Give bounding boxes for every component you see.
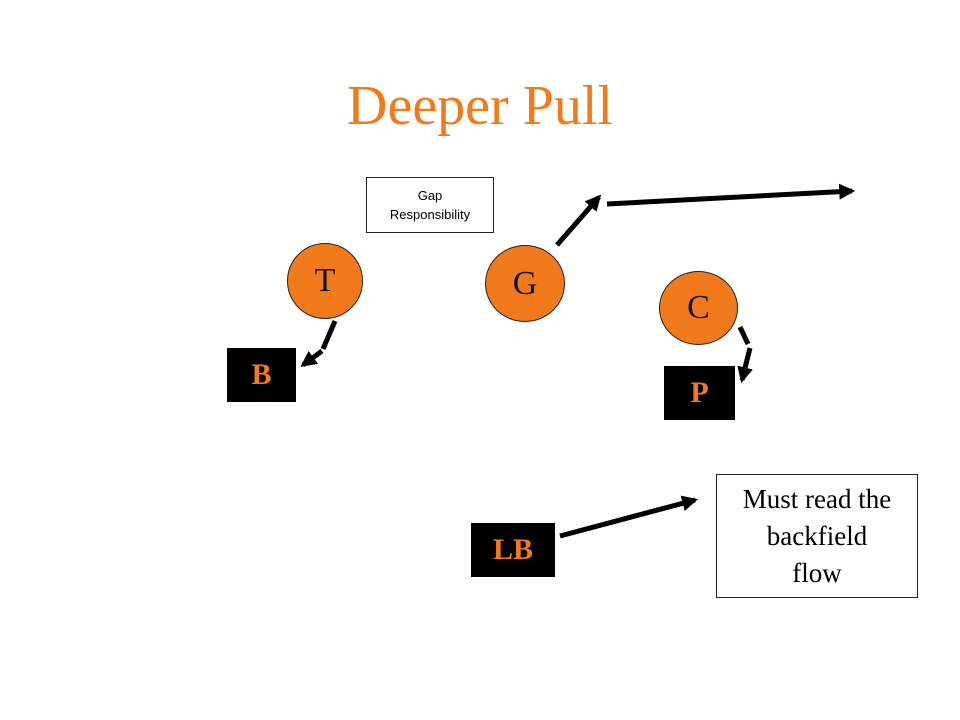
tackle-block-arrow	[320, 320, 338, 350]
tackle-block-arrow-head-line	[300, 348, 324, 368]
guard-pull-arrow-diagonal	[555, 194, 602, 247]
linebacker-read-arrow	[559, 495, 699, 539]
read-note-line-1: Must read the	[742, 483, 892, 514]
page-title: Deeper Pull	[347, 75, 613, 137]
player-guard: G	[485, 245, 565, 322]
gap-note-line-1: Gap	[417, 188, 443, 203]
block-p: P	[664, 366, 735, 420]
gap-responsibility-note: Gap Responsibility	[366, 177, 494, 233]
guard-pull-arrow-lateral	[606, 183, 856, 207]
read-note-line-2: backfield	[766, 520, 868, 551]
block-b: B	[227, 348, 296, 402]
player-tackle: T	[287, 243, 363, 319]
read-backfield-note: Must read the backfield flow	[716, 474, 918, 598]
gap-note-line-2: Responsibility	[389, 207, 471, 222]
block-lb: LB	[471, 523, 555, 577]
center-block-arrow-top	[737, 325, 751, 346]
read-note-line-3: flow	[792, 557, 842, 588]
player-center: C	[659, 271, 738, 345]
center-block-arrow-bottom	[737, 347, 753, 384]
